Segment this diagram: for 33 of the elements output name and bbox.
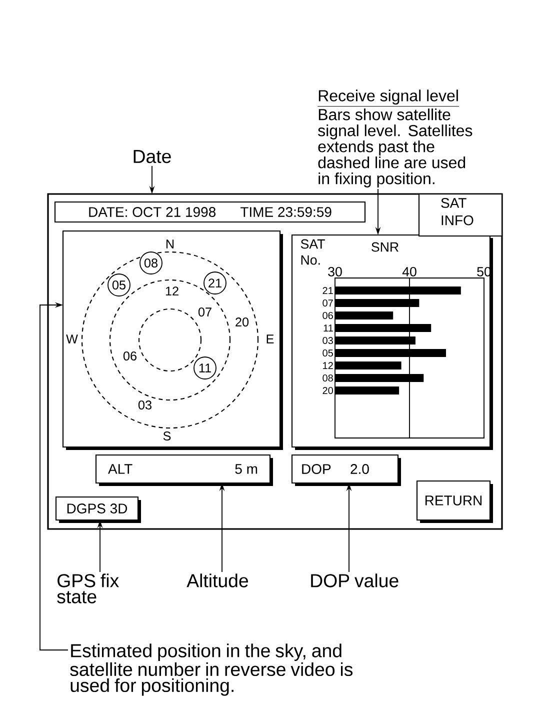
circled-satellite-number: 05: [108, 274, 130, 296]
y-tick-label: 12: [323, 362, 333, 369]
leader-line: [40, 302, 68, 650]
y-tick-label: 06: [322, 312, 333, 320]
y-tick-label: 05: [322, 349, 333, 357]
date-time-bar: DATE: OCT 21 1998 TIME 23:59:59: [54, 201, 366, 223]
sky-plot-panel: [62, 230, 283, 450]
fix-state-box: DGPS 3D: [55, 496, 141, 523]
y-tick-label: 20: [322, 386, 334, 394]
axis-title: SNR: [372, 242, 398, 252]
return-button: RETURN: [416, 480, 493, 523]
y-tick-label: 11: [324, 324, 333, 332]
sat-info-box: SAT INFO: [418, 193, 503, 237]
annotation-text: Estimated position in the sky, and satellite number in reverse video is used for positioning.: [70, 644, 353, 696]
y-tick-label: 21: [322, 287, 333, 294]
circled-satellite-number: 11: [194, 356, 216, 380]
annotation-text: Altitude: [186, 574, 248, 588]
y-tick-label: 08: [322, 374, 333, 382]
circled-satellite-number: 21: [204, 272, 226, 294]
y-tick-label: 07: [322, 299, 333, 307]
compass-letter: E: [265, 334, 275, 344]
annotation-text: DOP value: [311, 574, 398, 588]
altitude-box: ALT 5 m: [95, 454, 273, 486]
annotation-text: Receive signal level Bars show satellite signal level. Satellites extends past the dashed line are used in fixing position.: [317, 90, 472, 188]
x-tick-label: 30: [328, 266, 342, 276]
circled-satellite-number: 08: [140, 252, 162, 274]
x-tick-label: 40: [402, 266, 416, 276]
compass-letter: S: [162, 430, 172, 442]
dop-box: DOP 2.0: [291, 454, 401, 486]
annotation-text: GPS fix state: [57, 574, 119, 604]
axis-title: SAT No.: [300, 239, 325, 265]
y-tick-label: 03: [322, 336, 333, 344]
annotation-text: Date: [134, 150, 171, 164]
